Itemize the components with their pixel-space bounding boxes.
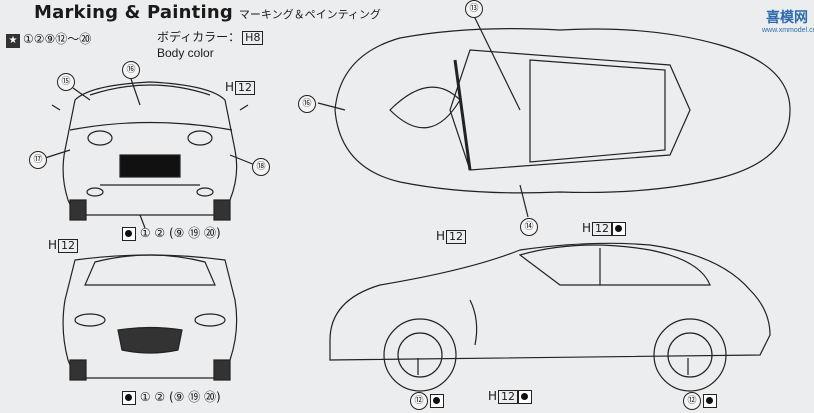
title-jp: マーキング＆ペインティング (238, 8, 381, 21)
decal-icon (122, 226, 136, 241)
front-decal-text: ① ② (⑨ ⑲ ⑳) (139, 390, 221, 404)
rear-decal-text: ① ② (⑨ ⑲ ⑳) (139, 226, 221, 240)
rear-paint-code: 12 (235, 81, 256, 95)
title-en: Marking & Painting (34, 2, 233, 23)
front-decal-line: ① ② (⑨ ⑲ ⑳) (122, 388, 221, 405)
rear-view-drawing (51, 81, 249, 221)
body-color-en: Body color (157, 46, 214, 60)
body-color-code: H8 (242, 31, 264, 45)
callout-18: ⑱ (252, 158, 270, 176)
top-view-drawing (334, 28, 791, 194)
callout-12-right: ⑫ (683, 392, 701, 410)
callout-17: ⑰ (29, 151, 47, 169)
decal-icon (430, 393, 444, 408)
body-color-jp-label: ボディカラー： (157, 30, 241, 44)
callout-16: ⑯ (122, 61, 140, 79)
watermark-text: 喜模网 (766, 9, 808, 25)
rear-paint-letter: H (225, 80, 235, 94)
parts-row: ★①②⑨⑫～⑳ (6, 30, 91, 48)
decal-icon (703, 393, 717, 408)
callout-12-left: ⑫ (410, 392, 428, 410)
callout-14: ⑭ (520, 218, 538, 236)
page-title: Marking & Painting マーキング＆ペインティング (34, 2, 381, 23)
top-paint-letter: H (436, 229, 446, 243)
body-color-jp: ボディカラー：H8 (157, 28, 264, 45)
watermark-logo: 喜模网 www.xmmodel.com (762, 8, 814, 48)
side-view-drawing (329, 242, 771, 392)
callout-16-top: ⑯ (298, 95, 316, 113)
front-view-drawing (62, 254, 238, 381)
right-wheel-decal (703, 393, 717, 408)
callout-15: ⑮ (57, 73, 75, 91)
parts-range: ①②⑨⑫～⑳ (23, 32, 92, 46)
front-paint-letter: H (48, 238, 58, 252)
left-wheel-decal (430, 393, 444, 408)
rear-decal-line: ① ② (⑨ ⑲ ⑳) (122, 224, 221, 241)
star-icon: ★ (6, 34, 20, 48)
front-paint-code: 12 (58, 239, 79, 253)
side-bottom-paint-letter: H (488, 389, 498, 403)
top-paint-code: 12 (446, 230, 467, 244)
watermark-url: www.xmmodel.com (762, 27, 814, 34)
side-bottom-paint-code: 12 (498, 390, 519, 404)
side-paint-code: 12 (592, 222, 613, 236)
callout-13: ⑬ (465, 0, 483, 18)
decal-icon (122, 390, 136, 405)
decal-icon (518, 389, 533, 404)
decal-icon (612, 221, 627, 236)
side-paint-letter: H (582, 221, 592, 235)
